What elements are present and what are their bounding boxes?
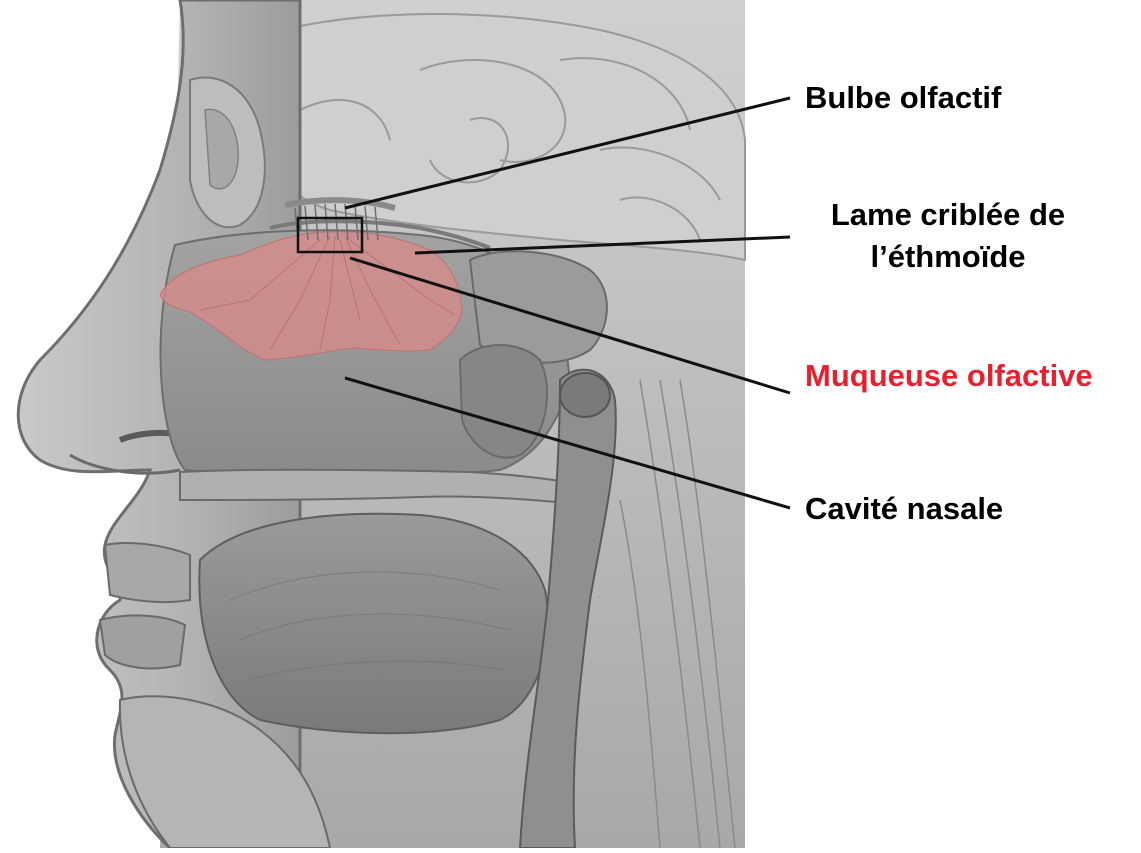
label-bulbe-olfactif: Bulbe olfactif bbox=[805, 79, 1001, 117]
label-cavite-nasale: Cavité nasale bbox=[805, 490, 1003, 528]
tongue bbox=[199, 514, 548, 733]
label-lame-criblee-line2: l’éthmoïde bbox=[798, 238, 1098, 276]
label-lame-criblee-line1: Lame criblée de bbox=[798, 196, 1098, 234]
label-muqueuse-olfactive: Muqueuse olfactive bbox=[805, 357, 1093, 395]
